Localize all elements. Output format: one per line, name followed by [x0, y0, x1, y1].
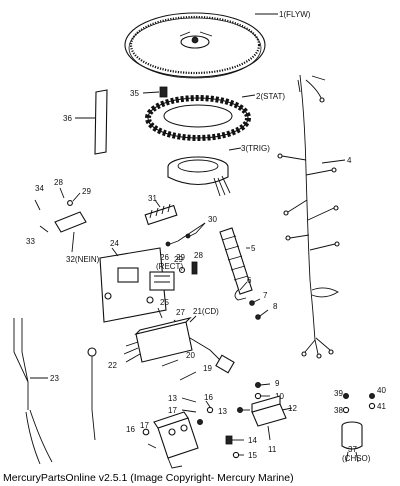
lead-harness-part[interactable]: [13, 318, 53, 465]
callout-39: 39: [334, 389, 343, 398]
callout-29-rect: 29: [176, 253, 185, 262]
callout-26: 26: [160, 253, 169, 262]
wiring-harness-part[interactable]: [277, 74, 340, 359]
callout-36: 36: [63, 114, 72, 123]
choke-solenoid-part[interactable]: [341, 421, 363, 463]
callout-30: 30: [208, 215, 217, 224]
callout-27: 27: [176, 308, 185, 317]
callout-26-rect: (RECT): [156, 262, 183, 271]
callout-37: 37: [348, 445, 357, 454]
screw-9-part[interactable]: [254, 381, 271, 388]
callout-6: 6: [247, 276, 252, 285]
callout-21: 21(CD): [193, 307, 219, 316]
cd-module-part[interactable]: [123, 317, 235, 374]
callout-38: 38: [334, 406, 343, 415]
screw-17b-part[interactable]: [147, 443, 157, 449]
callout-3: 3(TRIG): [241, 144, 270, 153]
screw-14-part[interactable]: [225, 435, 244, 445]
washer-29b-part[interactable]: [178, 266, 186, 274]
key-35-part[interactable]: [159, 86, 168, 98]
nut-18-part[interactable]: [196, 418, 203, 425]
terminal-block-31-part[interactable]: [144, 203, 178, 226]
callout-29: 29: [82, 187, 91, 196]
callout-19: 19: [203, 364, 212, 373]
screw-20-part[interactable]: [161, 359, 179, 367]
screw-39-part[interactable]: [342, 392, 349, 399]
clamp-6-part[interactable]: [234, 289, 247, 301]
callout-15: 15: [248, 451, 257, 460]
mounting-plate-part[interactable]: [99, 247, 167, 323]
screw-28-part[interactable]: [59, 187, 65, 199]
callout-13: 13: [168, 394, 177, 403]
callout-5: 5: [251, 244, 256, 253]
callout-17: 17: [168, 406, 177, 415]
screw-34-part[interactable]: [34, 199, 41, 211]
decal-36-part[interactable]: [94, 89, 108, 155]
screw-8-part[interactable]: [255, 309, 269, 320]
screw-25-part[interactable]: [157, 307, 163, 319]
callout-4: 4: [347, 156, 352, 165]
screw-17-part[interactable]: [181, 409, 197, 413]
screw-7-part[interactable]: [249, 298, 261, 306]
screw-19-part[interactable]: [179, 371, 197, 381]
ground-lead-part[interactable]: [87, 347, 97, 441]
callout-14: 14: [248, 436, 257, 445]
callout-32: 32(NEIN): [66, 255, 100, 264]
callout-13b: 13: [218, 407, 227, 416]
screw-33-part[interactable]: [39, 225, 49, 233]
callout-40: 40: [377, 386, 386, 395]
callout-24: 24: [110, 239, 119, 248]
flywheel-part[interactable]: [124, 12, 266, 79]
callout-29b: 29: [174, 255, 183, 264]
callout-41: 41: [377, 402, 386, 411]
callout-9: 9: [275, 379, 280, 388]
callout-28: 28: [54, 178, 63, 187]
callout-2: 2(STAT): [256, 92, 285, 101]
callout-28b: 28: [194, 251, 203, 260]
callout-35: 35: [130, 89, 139, 98]
starter-solenoid-part[interactable]: [153, 411, 199, 469]
callout-1: 1(FLYW): [279, 10, 311, 19]
callout-31: 31: [148, 194, 157, 203]
washer-29-part[interactable]: [67, 200, 73, 206]
washer-38-part[interactable]: [342, 406, 350, 414]
callout-37-chso: (CHSO): [342, 454, 371, 463]
washer-41-part[interactable]: [368, 402, 376, 410]
callout-11: 11: [268, 445, 277, 454]
callout-16-right: 16: [204, 393, 213, 402]
callout-16: 16: [126, 425, 135, 434]
callout-22: 22: [108, 361, 117, 370]
washer-10-part[interactable]: [254, 392, 270, 400]
washer-16-left-part[interactable]: [142, 428, 150, 436]
washer-15-part[interactable]: [232, 451, 244, 459]
callout-33: 33: [26, 237, 35, 246]
neutral-interlock-part[interactable]: [54, 211, 87, 253]
screw-40-part[interactable]: [368, 392, 375, 399]
screw-13-part[interactable]: [181, 397, 197, 403]
callout-34: 34: [35, 184, 44, 193]
stator-part[interactable]: [145, 95, 251, 141]
callout-23: 23: [50, 374, 59, 383]
rectifier-part[interactable]: [149, 271, 175, 291]
callout-25: 25: [160, 298, 169, 307]
solenoid-11-part[interactable]: [251, 395, 287, 427]
screw-13b-part[interactable]: [236, 406, 250, 413]
trigger-part[interactable]: [167, 156, 231, 197]
image-copyright-caption: MercuryPartsOnline v2.5.1 (Image Copyrig…: [3, 472, 294, 484]
callout-20: 20: [186, 351, 195, 360]
callout-7: 7: [263, 291, 268, 300]
callout-17b: 17: [140, 421, 149, 430]
screw-28b-part[interactable]: [191, 261, 198, 275]
callout-8: 8: [273, 302, 278, 311]
washer-16-part[interactable]: [205, 400, 214, 414]
callout-12: 12: [288, 404, 297, 413]
terminal-block-5-part[interactable]: [219, 227, 253, 295]
